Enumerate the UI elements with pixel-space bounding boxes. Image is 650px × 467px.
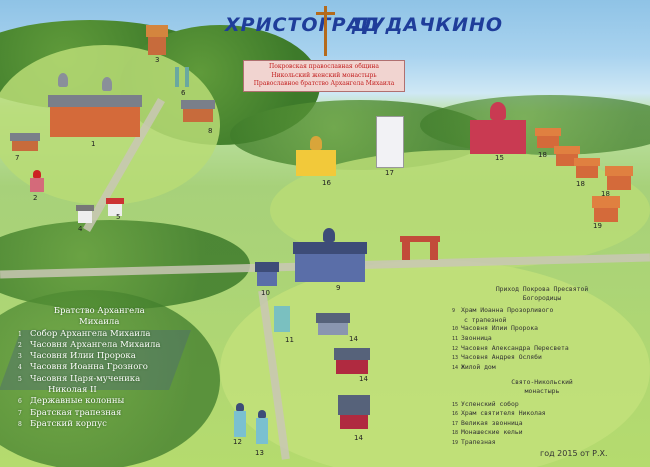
legend-heading: Братство Архангела <box>53 306 145 316</box>
monastic-cell[interactable] <box>554 146 580 166</box>
legend-heading: Богородицы <box>522 293 562 302</box>
chapel-alexander-peresvet[interactable] <box>234 403 246 437</box>
residential-house[interactable] <box>334 348 370 374</box>
legend-heading: монастырь <box>524 386 560 395</box>
monastic-cell[interactable] <box>605 166 633 190</box>
marker-17: 17 <box>385 169 394 177</box>
marker-18: 18 <box>601 190 610 198</box>
chapel-archangel-michael[interactable] <box>30 170 44 192</box>
map-title-left: ХРИСТОГРАД <box>225 14 381 36</box>
monastic-cell[interactable] <box>535 128 561 148</box>
marker-15: 15 <box>495 154 504 162</box>
banner-line: Никольский женский монастырь <box>271 71 377 79</box>
refectory[interactable] <box>592 196 620 222</box>
marker-6: 6 <box>181 89 186 97</box>
marker-14: 14 <box>359 375 368 383</box>
brotherhood-refectory[interactable] <box>10 133 40 151</box>
chapel-elijah-prophet[interactable] <box>146 25 168 55</box>
marker-3: 3 <box>155 56 160 64</box>
residential-house[interactable] <box>316 313 350 335</box>
great-bell-tower[interactable] <box>376 112 404 168</box>
marker-5: 5 <box>116 213 121 221</box>
marker-11: 11 <box>285 336 294 344</box>
dormition-cathedral[interactable] <box>470 102 526 154</box>
brotherhood-building[interactable] <box>181 100 215 122</box>
church-john-discerning[interactable] <box>293 228 367 282</box>
forest <box>420 95 650 155</box>
legend-heading: Свято-Никольский <box>511 378 573 387</box>
banner-line: Покровская православная община <box>269 63 379 70</box>
meadow <box>220 260 650 467</box>
monastic-cell[interactable] <box>574 158 600 178</box>
marker-14: 14 <box>349 335 358 343</box>
church-st-nicholas[interactable] <box>296 136 336 176</box>
marker-16: 16 <box>322 179 331 187</box>
state-columns[interactable] <box>175 65 191 87</box>
marker-18: 18 <box>538 151 547 159</box>
bell-tower[interactable] <box>274 300 290 332</box>
marker-7: 7 <box>15 154 20 162</box>
marker-18: 18 <box>576 180 585 188</box>
chapel-elijah-prophet-parish[interactable] <box>255 262 279 286</box>
residential-house[interactable] <box>338 395 370 429</box>
marker-9: 9 <box>336 284 341 292</box>
title-banner: Покровская православная община Никольски… <box>243 60 405 92</box>
legend-heading: Приход Покрова Пресвятой <box>495 285 589 293</box>
marker-1: 1 <box>91 140 96 148</box>
gate[interactable] <box>400 236 440 260</box>
cross-icon-bar <box>316 12 335 15</box>
marker-19: 19 <box>593 222 602 230</box>
marker-10: 10 <box>261 289 270 297</box>
forest <box>0 290 220 467</box>
map-title-right: ДУДАЧКИНО <box>352 14 504 36</box>
marker-2: 2 <box>33 194 38 202</box>
marker-13: 13 <box>255 449 264 457</box>
chapel-andrey-oslyabya[interactable] <box>256 410 268 444</box>
year-note: год 2015 от Р.Х. <box>540 449 608 458</box>
marker-4: 4 <box>78 225 83 233</box>
chapel-tsar-nicholas[interactable] <box>106 198 124 216</box>
marker-14: 14 <box>354 434 363 442</box>
legend-item: Николая II <box>48 385 97 396</box>
cross-icon <box>324 6 327 56</box>
legend-item: с трапезной <box>464 315 507 324</box>
marker-12: 12 <box>233 438 242 446</box>
legend-heading: Михаила <box>79 317 120 328</box>
banner-line: Православное братство Архангела Михаила <box>253 80 395 87</box>
marker-8: 8 <box>208 127 213 135</box>
cathedral-archangel-michael[interactable] <box>48 73 142 137</box>
chapel-ivan-the-terrible[interactable] <box>76 205 94 223</box>
